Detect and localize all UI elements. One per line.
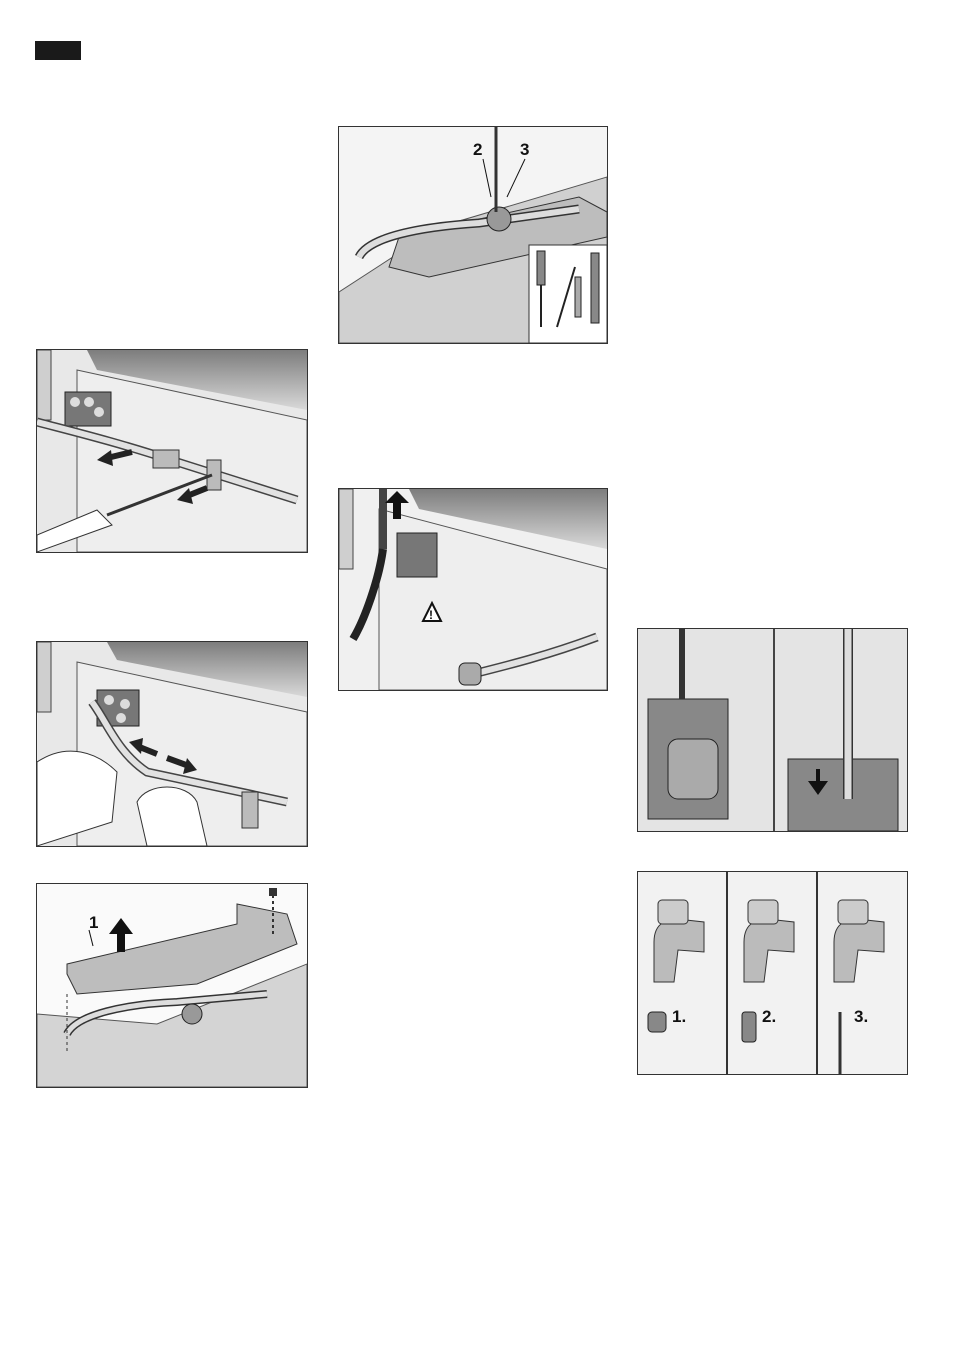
page-tab-marker <box>35 41 81 60</box>
step-label-3: 3. <box>854 1007 868 1026</box>
step-label-2: 2. <box>762 1007 776 1026</box>
callout-2: 2 <box>473 140 482 159</box>
figure-tap-steps: 1. 2. 3. <box>637 871 908 1075</box>
figure-screw-detail-tools: 2 3 <box>338 126 608 344</box>
figure-hose-separate-hands <box>36 641 308 847</box>
figure-hose-lift-warning: ! <box>338 488 608 691</box>
svg-text:!: ! <box>429 608 433 622</box>
figure-hose-clamp-screwdriver <box>36 349 308 553</box>
figure-valve-connection <box>637 628 908 832</box>
callout-1: 1 <box>89 913 98 932</box>
figure-cover-remove: 1 <box>36 883 308 1088</box>
step-label-1: 1. <box>672 1007 686 1026</box>
callout-3: 3 <box>520 140 529 159</box>
